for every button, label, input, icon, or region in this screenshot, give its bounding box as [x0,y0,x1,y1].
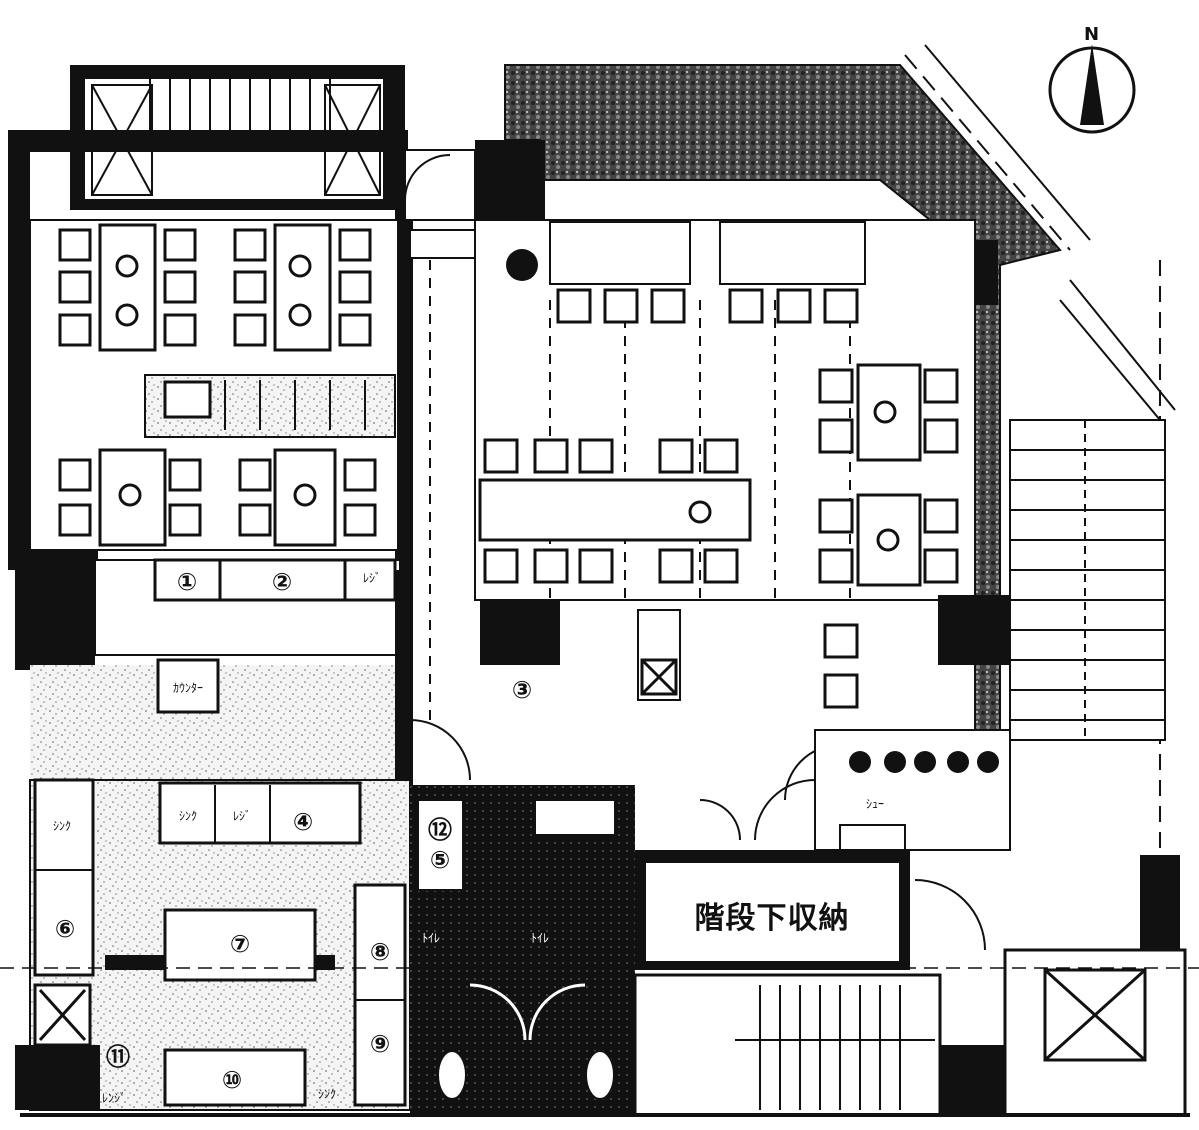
note-sink-1: ｼﾝｸ [179,809,197,823]
stair-right [1009,419,1166,741]
north-arrow-icon: N [1048,24,1136,134]
stair-top-left [70,65,405,210]
bench-left [144,374,396,438]
entrance [0,729,1199,969]
marker-labels: ① ② ③ ④ ⑤ ⑥ ⑦ ⑧ ⑨ ⑩ ⑪ ⑫ [55,568,532,1094]
dining-seating-left [58,223,377,547]
note-range: ﾚﾝｼﾞ [102,1091,126,1105]
room-notes: ﾚｼﾞ ｶｳﾝﾀｰ ｼﾝｸ ﾚｼﾞ ｼﾝｸ ﾄｲﾚ ﾄｲﾚ ﾚﾝｼﾞ ｼﾝｸ ｼ… [53,571,884,1105]
compass-letter: N [1084,24,1099,45]
marker-6: ⑥ [55,915,75,943]
note-shoes: ｼｭｰ [866,797,884,811]
storage-room: 階段下収納 [635,850,910,970]
note-toilet-1: ﾄｲﾚ [422,931,440,945]
note-sink-2: ｼﾝｸ [53,819,71,833]
column-box [637,609,681,701]
note-counter: ｶｳﾝﾀｰ [173,681,203,695]
corridor-top [404,149,476,720]
marker-3: ③ [512,676,532,704]
marker-4: ④ [293,808,313,836]
kitchen [15,558,413,1111]
marker-10: ⑩ [222,1066,242,1094]
restroom-block [410,785,635,1115]
stair-bottom [633,973,1005,1117]
elevator-shaft [1003,948,1187,1117]
marker-9: ⑨ [370,1030,390,1058]
note-toilet-2: ﾄｲﾚ [531,931,549,945]
marker-7: ⑦ [230,930,250,958]
marker-1: ① [177,568,197,596]
marker-5: ⑤ [430,846,450,874]
plant-icon [506,249,538,281]
marker-2: ② [272,568,292,596]
dining-seating-main [478,288,959,709]
marker-8: ⑧ [370,938,390,966]
shaft-icon [640,658,678,696]
note-sink-3: ｼﾝｸ [318,1087,336,1101]
note-register-1: ﾚｼﾞ [363,571,381,585]
marker-11: ⑪ [106,1043,130,1071]
storage-label: 階段下収納 [695,901,850,936]
note-register-2: ﾚｼﾞ [233,809,251,823]
table-marker-icon [688,400,900,552]
marker-12: ⑫ [428,816,452,844]
table-marker-icon [115,254,317,507]
pillars [15,570,1010,670]
